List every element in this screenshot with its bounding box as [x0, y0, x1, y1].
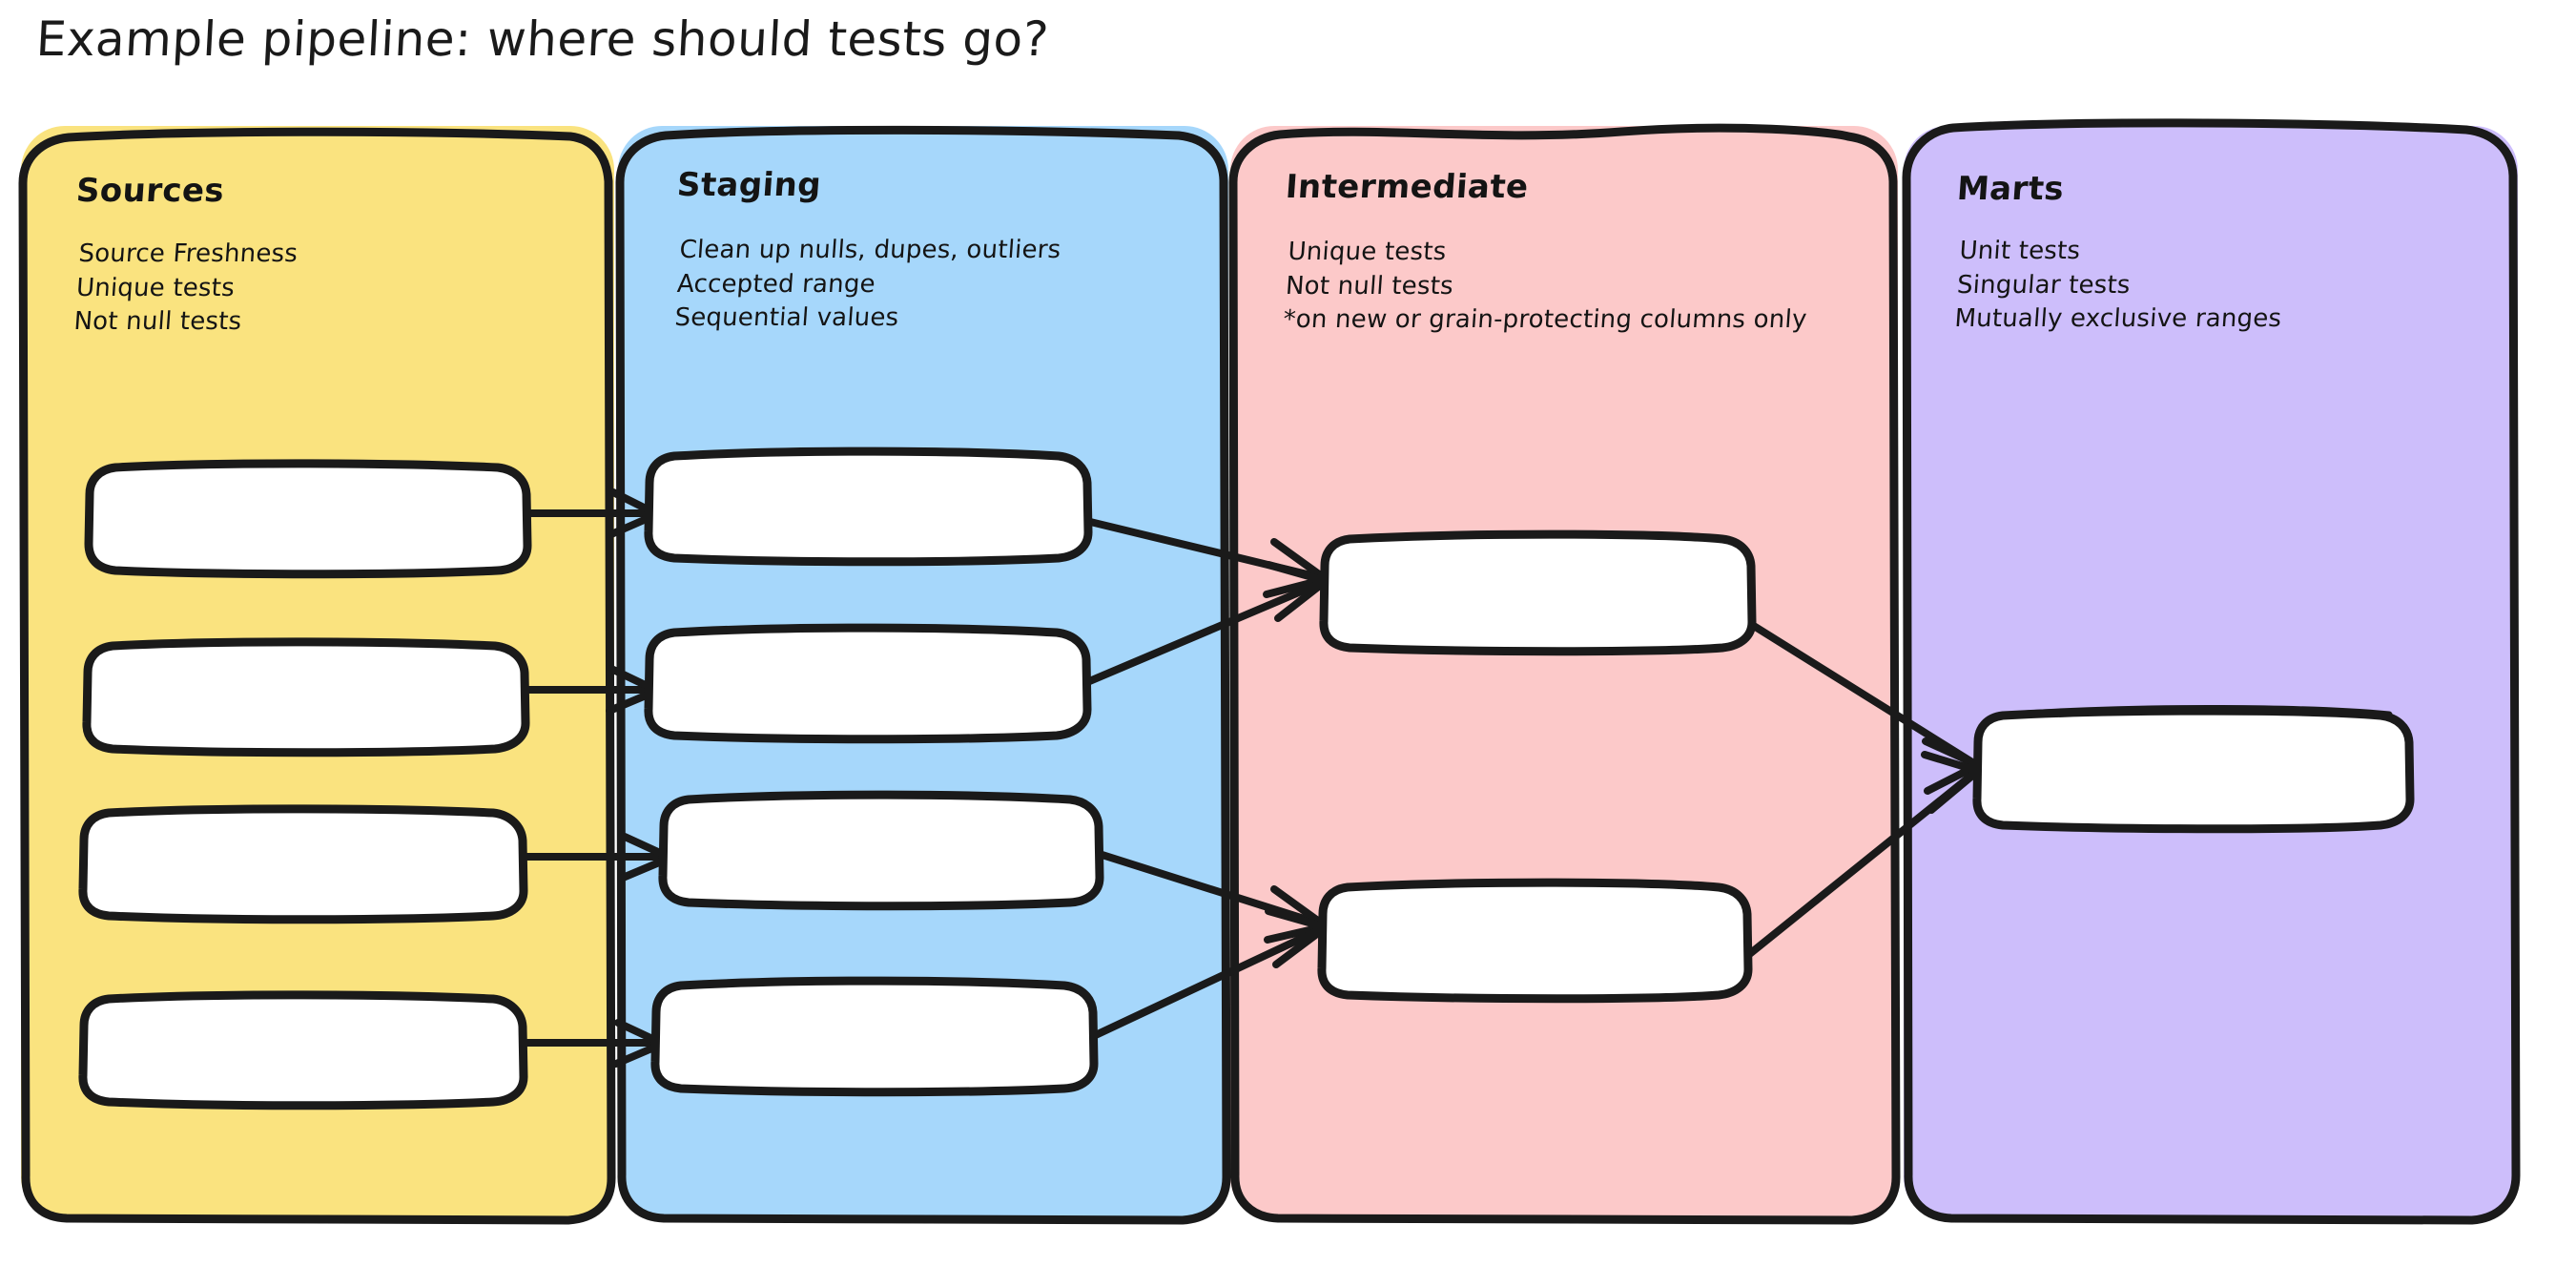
lane-sources-test-list: Source Freshness Unique tests Not null t…	[72, 238, 299, 340]
lane-intermediate-test-list: Unique tests Not null tests *on new or g…	[1282, 236, 1812, 338]
lane-marts: Marts Unit tests Singular tests Mutually…	[1904, 126, 2518, 1221]
lane-intermediate: Intermediate Unique tests Not null tests…	[1230, 126, 1898, 1221]
lane-sources: Sources Source Freshness Unique tests No…	[21, 126, 614, 1221]
lane-staging-test-item: Accepted range	[676, 269, 876, 299]
lane-intermediate-title: Intermediate	[1284, 168, 1530, 206]
lane-sources-title: Sources	[74, 172, 226, 210]
lane-sources-test-item: Source Freshness	[77, 239, 299, 268]
lane-sources-test-item: Unique tests	[75, 273, 236, 302]
lane-staging-test-list: Clean up nulls, dupes, outliers Accepted…	[673, 234, 1062, 336]
lane-marts-title: Marts	[1955, 170, 2066, 208]
lane-intermediate-test-item: Not null tests	[1285, 271, 1454, 301]
lane-staging-test-item: Sequential values	[673, 303, 900, 333]
lane-marts-test-item: Unit tests	[1958, 237, 2082, 265]
page-title: Example pipeline: where should tests go?	[34, 11, 1051, 67]
lane-staging-title: Staging	[675, 166, 823, 204]
lane-marts-test-list: Unit tests Singular tests Mutually exclu…	[1953, 235, 2287, 337]
lane-sources-test-item: Not null tests	[72, 307, 243, 337]
lane-intermediate-test-item: *on new or grain-protecting columns only	[1282, 305, 1808, 335]
lane-intermediate-test-item: Unique tests	[1287, 238, 1448, 266]
lane-marts-test-item: Mutually exclusive ranges	[1953, 304, 2283, 334]
lane-marts-test-item: Singular tests	[1956, 270, 2132, 300]
lane-staging: Staging Clean up nulls, dupes, outliers …	[618, 126, 1228, 1221]
lane-staging-test-item: Clean up nulls, dupes, outliers	[678, 236, 1062, 264]
